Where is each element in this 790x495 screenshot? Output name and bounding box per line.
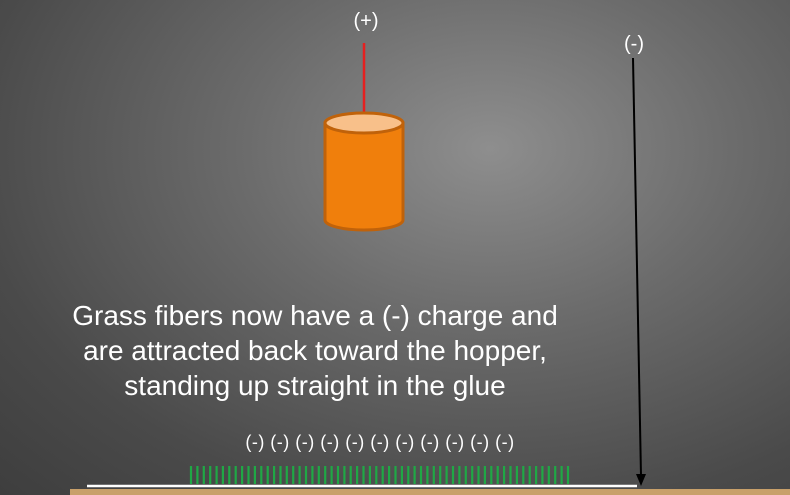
fiber-charges-label: (-) (-) (-) (-) (-) (-) (-) (-) (-) (-) …	[245, 432, 515, 452]
ground-wire	[632, 57, 642, 477]
hopper-cylinder	[323, 111, 405, 232]
caption-text: Grass fibers now have a (-) charge and a…	[10, 298, 620, 403]
caption-line: Grass fibers now have a (-) charge and	[72, 300, 558, 331]
ground-charge-label: (-)	[624, 33, 644, 55]
caption-line: are attracted back toward the hopper,	[83, 335, 547, 366]
caption-line: standing up straight in the glue	[124, 370, 506, 401]
hopper-charge-label: (+)	[353, 10, 379, 32]
ground-arrow-head	[636, 474, 646, 486]
carpet-backing	[70, 489, 790, 495]
grass-fibers	[189, 466, 570, 484]
